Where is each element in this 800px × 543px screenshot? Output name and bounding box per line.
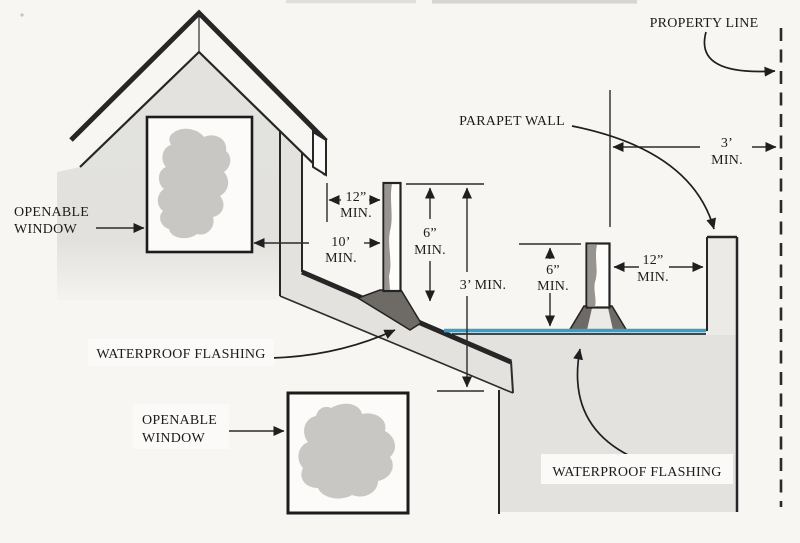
dim-12in-right-value: 12” [643,253,664,268]
left-vent [356,181,423,331]
dim-6in-right-value: 6” [546,263,560,278]
property-line-arrow [703,31,776,77]
dim-12in-left-value: 12” [346,190,367,205]
scan-speck [20,13,24,17]
curved-arrows [271,31,776,457]
openable-window-lower-label-line1: OPENABLE [142,413,217,428]
openable-window-upper-label-line2: WINDOW [14,222,77,237]
upper-openable-window [145,115,254,254]
dim-6in-right-min: MIN. [537,279,569,294]
parapet-wall-arrow [571,125,716,230]
dim-6in-left-value: 6” [423,226,437,241]
waterproof-flashing-right-label: WATERPROOF FLASHING [552,465,721,480]
right-vent-pipe-shading [588,245,597,306]
lower-building-lines [498,235,739,514]
right-vent [567,242,629,332]
shed-roof-soffit-line [279,295,514,394]
property-line-label: PROPERTY LINE [650,16,759,31]
dimension-arrows [96,142,777,436]
upper-window-glass-blob [157,128,231,239]
roof-fascia-end [312,130,327,177]
dim-3ft-left-label: 3’ MIN. [460,278,507,293]
dim-12in-right-min: MIN. [637,270,669,285]
waterproof-flashing-left-arrow [271,329,396,359]
parapet-wall [707,237,737,335]
text-labels: PROPERTY LINE PARAPET WALL WATERPROOF FL… [14,16,758,484]
openable-window-upper-label-line1: OPENABLE [14,205,89,220]
dim-6in-left-min: MIN. [414,243,446,258]
right-vent-flashing-face [587,308,613,330]
dim-10ft-min: MIN. [325,251,357,266]
dim-10ft-value: 10’ [331,235,350,250]
dim-12in-left-min: MIN. [340,206,372,221]
parapet-wall-label: PARAPET WALL [459,114,565,129]
dimension-ticks [326,90,611,392]
shed-roof-eave-cap [510,360,514,394]
openable-window-lower-label-line2: WINDOW [142,431,205,446]
upper-house-roof [69,9,328,177]
scan-smudge [286,0,416,4]
dimension-texts: 12” MIN. 10’ MIN. 6” MIN. 3’ MIN. 6” MIN… [325,136,743,294]
waterproof-flashing-right-arrow [573,348,631,457]
waterproof-flashing-left-label: WATERPROOF FLASHING [96,347,265,362]
scan-artifact-top [20,0,637,17]
wall-section-lines [279,131,303,296]
label-patch [133,404,229,449]
left-vent-pipe-shading [385,184,392,290]
label-patch [88,339,274,366]
lower-openable-window [286,391,410,515]
scan-smudge [432,0,637,4]
lower-window-glass-blob [298,403,396,499]
dim-3ft-right-min: MIN. [711,153,743,168]
dim-3ft-right-value: 3’ [721,136,733,151]
label-patch [541,454,733,484]
roof-outer-edge [69,9,328,143]
